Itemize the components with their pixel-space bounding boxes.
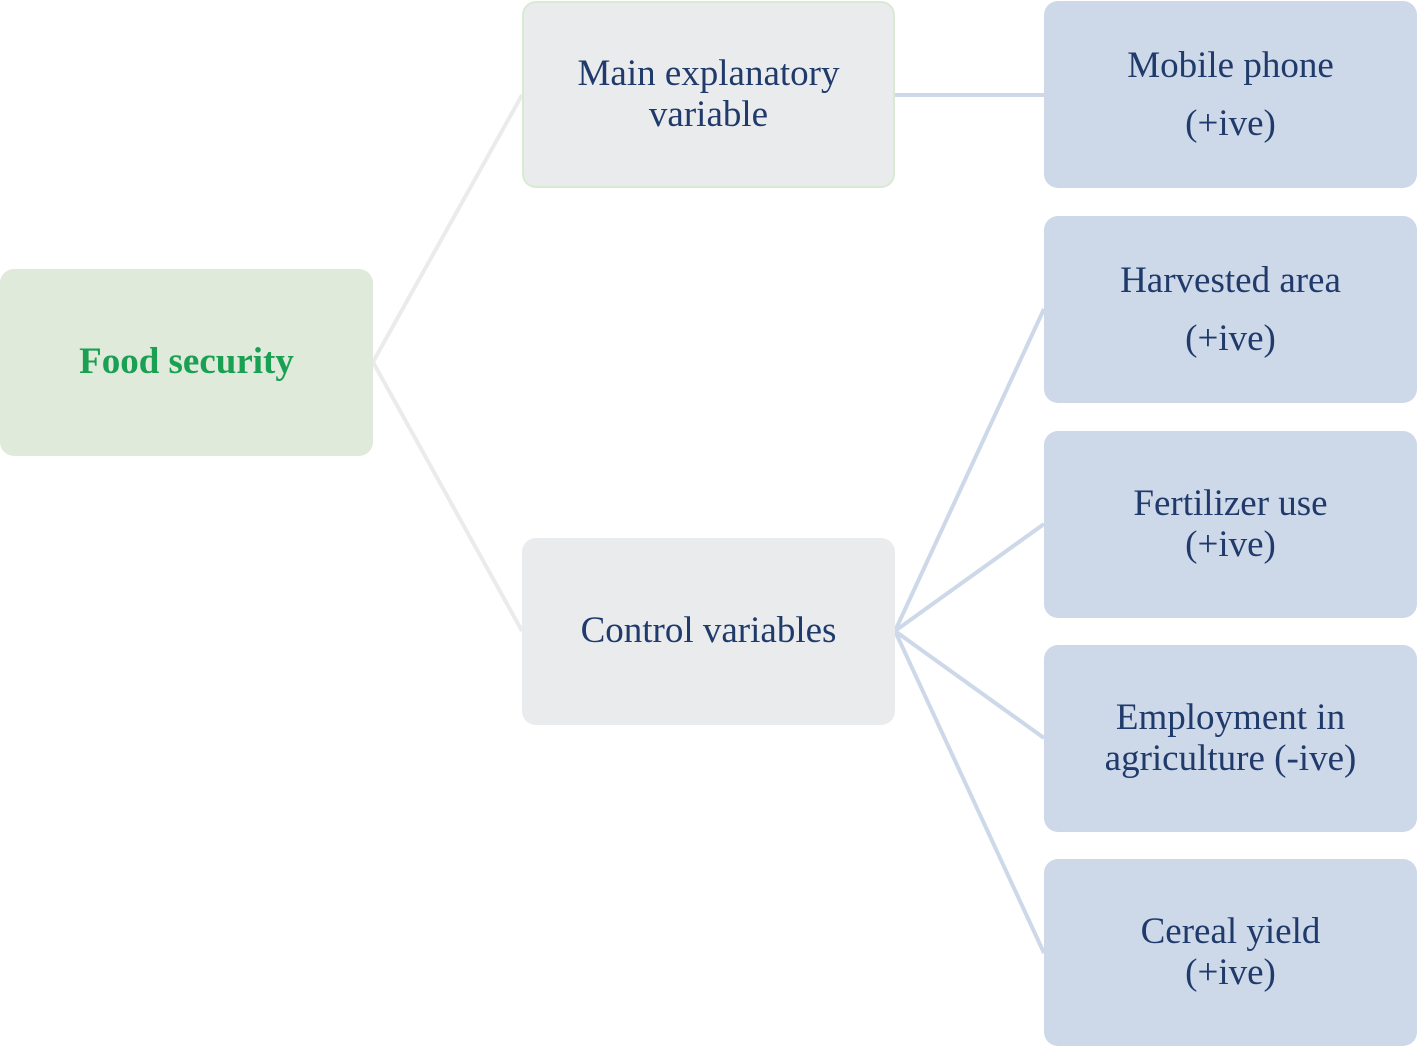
mobile-phone-node: Mobile phone (+ive) <box>1044 1 1417 188</box>
harvested-area-label: Harvested area <box>1120 260 1341 302</box>
mobile-phone-label: Mobile phone <box>1127 45 1334 87</box>
cereal-yield-label: Cereal yield <box>1140 910 1321 952</box>
fertilizer-use-effect: (+ive) <box>1185 523 1276 565</box>
control-variables-label: Control variables <box>580 610 837 652</box>
harvested-area-effect: (+ive) <box>1185 317 1276 359</box>
harvested-area-node: Harvested area (+ive) <box>1044 216 1417 403</box>
connector-root-to-control <box>371 361 524 632</box>
mobile-phone-effect: (+ive) <box>1185 102 1276 144</box>
cereal-yield-node: Cereal yield (+ive) <box>1044 859 1417 1046</box>
main-explanatory-variable-label-line-1: Main explanatory <box>577 52 840 94</box>
fertilizer-use-node: Fertilizer use (+ive) <box>1044 431 1417 618</box>
fertilizer-use-label: Fertilizer use <box>1133 482 1328 524</box>
cereal-yield-effect: (+ive) <box>1185 951 1276 993</box>
main-explanatory-variable-label-line-2: variable <box>648 93 769 135</box>
connector-control-to-harvested-area <box>893 308 1046 632</box>
connector-control-to-employment <box>893 629 1046 740</box>
food-security-label: Food security <box>79 341 294 383</box>
connector-control-to-fertilizer-use <box>893 522 1046 633</box>
main-explanatory-variable-node: Main explanatory variable <box>522 1 895 188</box>
employment-in-agriculture-node: Employment in agriculture (-ive) <box>1044 645 1417 832</box>
food-security-node: Food security <box>0 269 373 456</box>
connector-root-to-main <box>371 94 524 363</box>
connector-control-to-cereal-yield <box>893 630 1046 954</box>
employment-in-agriculture-label: Employment in <box>1115 696 1346 738</box>
employment-in-agriculture-effect: agriculture (-ive) <box>1104 737 1357 779</box>
control-variables-node: Control variables <box>522 538 895 725</box>
